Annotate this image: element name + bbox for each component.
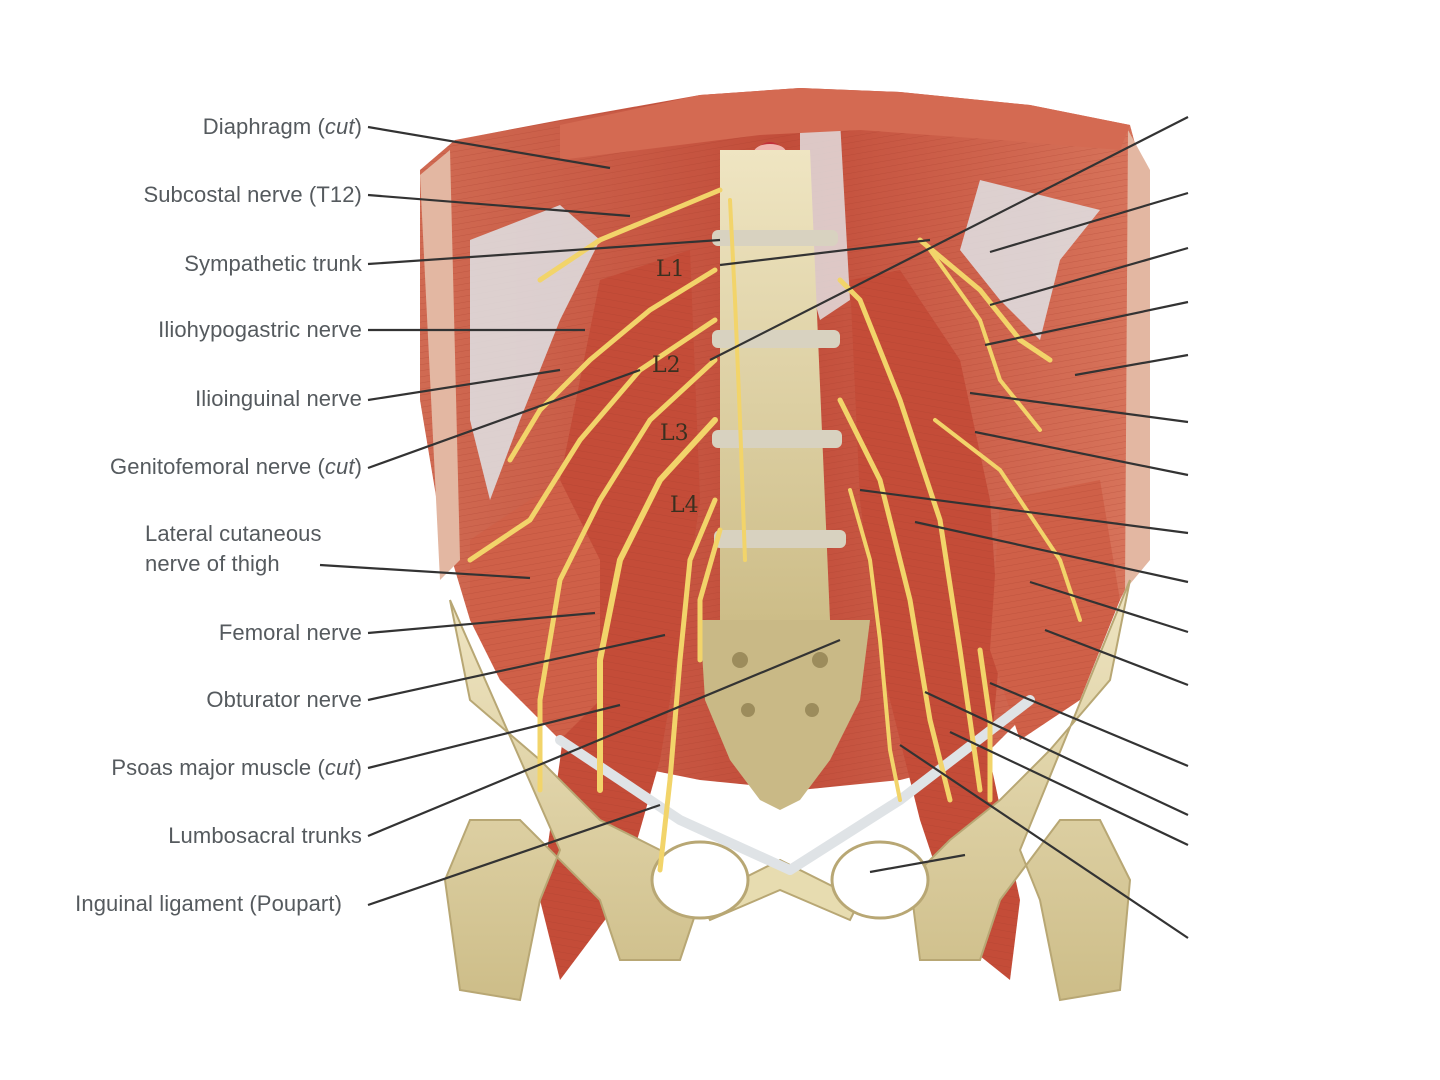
leader-lines-right bbox=[709, 116, 1189, 939]
iliacus-left bbox=[990, 480, 1120, 740]
lumbar-spine bbox=[712, 150, 846, 620]
lumbar-plexus-nerves bbox=[467, 187, 1082, 873]
vertebra-label-l3: L3 bbox=[660, 421, 689, 446]
vertebra-label-l2: L2 bbox=[652, 353, 681, 378]
vertebra-label-l1: L1 bbox=[656, 257, 685, 282]
sacrum bbox=[700, 620, 870, 810]
iliacus-right bbox=[470, 480, 600, 740]
psoas-major-left bbox=[850, 270, 1020, 980]
vertebra-labels: L1 L2 L3 L4 bbox=[652, 257, 699, 518]
psoas-major-right bbox=[540, 250, 700, 980]
vertebra-label-l4: L4 bbox=[670, 493, 699, 518]
vertebral-discs bbox=[712, 230, 846, 548]
pelvis bbox=[443, 579, 1132, 1002]
leader-lines-left bbox=[319, 125, 841, 907]
